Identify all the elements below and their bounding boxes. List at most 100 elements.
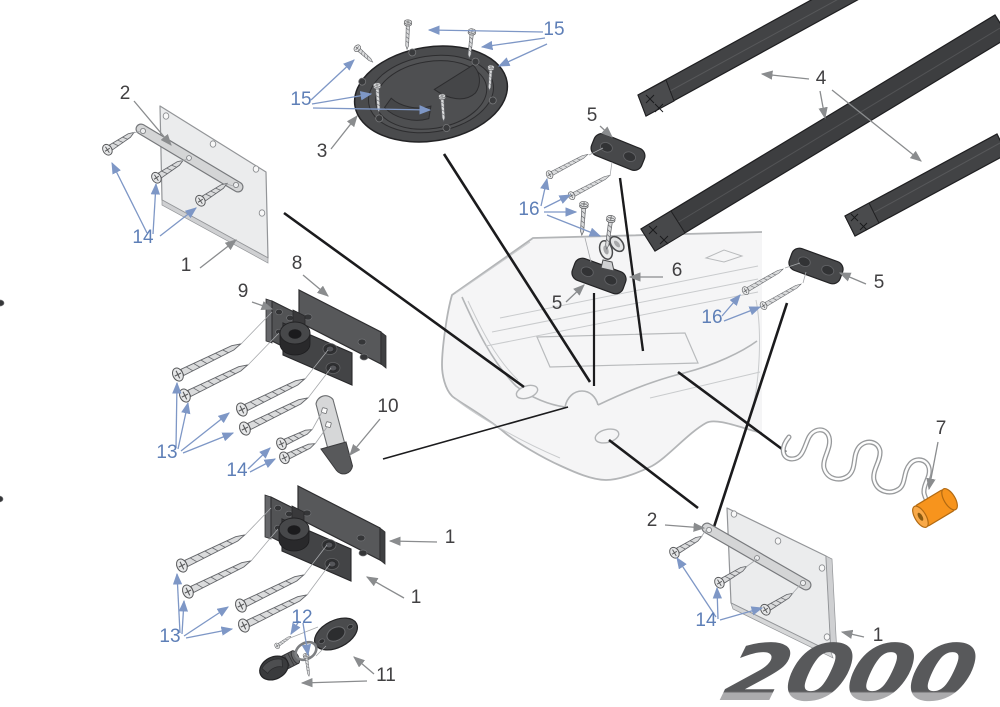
rail-middle-ridge: [651, 27, 1000, 239]
callout-4: 4: [816, 68, 827, 89]
strap-hole: [706, 527, 713, 534]
screw: [402, 19, 413, 50]
screw: [169, 337, 245, 384]
callout-2-bottom-right: 2: [647, 510, 658, 531]
callout-13-lower: 13: [159, 626, 180, 647]
strap-hole: [139, 127, 146, 134]
deck-hatch: [353, 45, 509, 143]
strap-hole: [800, 580, 807, 587]
screw: [233, 372, 309, 419]
pad-plate-right: [786, 245, 846, 287]
location-leader-lines: [283, 153, 789, 534]
callout-12: 12: [291, 607, 312, 628]
leader-plate-bottom-right-b: [710, 302, 789, 534]
brand-logo-2000: 2000: [714, 628, 984, 707]
screw: [352, 43, 376, 66]
hinge-bracket-lower: [0, 485, 386, 582]
callout-1-top-left: 1: [181, 255, 192, 276]
screw: [236, 391, 312, 438]
mounting-plate-bottom-right: [701, 507, 838, 659]
rail-middle-pad: [640, 210, 686, 252]
screw: [100, 127, 138, 158]
strap-keeper-hole: [321, 407, 328, 414]
cord-end-cap: [912, 487, 958, 529]
screw: [667, 531, 706, 561]
hull-outline: [441, 231, 763, 481]
callout-5-deck: 5: [552, 293, 563, 314]
leader-cord: [677, 370, 787, 454]
deck-slot-left: [515, 384, 539, 400]
leader-hatch: [442, 153, 592, 383]
deck-texture-2: [491, 278, 759, 333]
callout-1-lower-b: 1: [411, 587, 422, 608]
callout-14-bottom-right: 14: [695, 610, 717, 631]
screw: [758, 279, 804, 312]
strap-keeper-tip: [320, 441, 354, 475]
callout-15-left: 15: [290, 89, 311, 110]
callout-13-upper: 13: [156, 442, 177, 463]
callout-2-top-left: 2: [120, 83, 131, 104]
leader-rail: [618, 177, 645, 352]
deck-texture-3: [485, 291, 759, 347]
callout-arrows-gray: [133, 70, 939, 688]
bow-notch: [564, 390, 599, 408]
deck-rim-left: [461, 296, 566, 408]
callout-5-right: 5: [874, 272, 885, 293]
callout-6: 6: [672, 260, 683, 281]
strap-hole: [232, 181, 239, 188]
leader-plate-top-left: [283, 211, 525, 389]
pad-eye-fitting: [598, 235, 625, 272]
callout-3: 3: [317, 141, 328, 162]
rail-middle: [640, 14, 1000, 252]
rail-middle-stitches: [648, 225, 669, 245]
rail-right-pad: [844, 202, 880, 237]
deck-diamond: [704, 249, 744, 263]
deck-rim-left-inner: [467, 300, 519, 381]
deck-rim-right: [597, 340, 758, 406]
rail-top: [637, 0, 859, 117]
callout-15-right: 15: [543, 19, 564, 40]
callout-1-lower-a: 1: [445, 527, 456, 548]
leader-plate-bottom-right-a: [608, 438, 699, 510]
plate-holes: [162, 112, 266, 217]
callout-10: 10: [377, 396, 398, 417]
rail-top-ridge: [647, 0, 838, 104]
callout-labels: 2 14 1 15 3 15 4 5 16 5 6 16 5 8 9 13 14…: [120, 19, 947, 686]
callout-5-upper: 5: [587, 105, 598, 126]
screw: [566, 171, 613, 202]
callout-14-top-left: 14: [132, 227, 154, 248]
hatch-rim-holes: [358, 48, 497, 132]
callout-arrows-blue: [111, 25, 764, 657]
leader-bracket: [382, 406, 569, 460]
callout-8: 8: [292, 253, 303, 274]
callout-16-right: 16: [701, 307, 722, 328]
mounting-plate-top-left: [135, 105, 269, 264]
deck-slot-right: [594, 428, 620, 444]
hull-edge-line: [455, 241, 531, 294]
callout-16-left: 16: [518, 199, 539, 220]
strap-hole: [186, 155, 192, 161]
deck-recess: [536, 332, 699, 368]
rail-right-stitches: [850, 213, 868, 231]
drain-plug-flange: [314, 617, 358, 651]
plate-holes: [730, 510, 831, 641]
strap-keeper-hole: [325, 421, 332, 428]
plate-edge: [825, 555, 838, 656]
coil-lanyard: [780, 427, 933, 516]
callout-7: 7: [936, 418, 947, 439]
screw: [544, 150, 591, 181]
plate-edge: [730, 602, 834, 659]
rail-right: [844, 133, 1000, 237]
rail-top-stitches: [645, 94, 664, 113]
deck-texture-4: [649, 371, 761, 399]
hatch-fan-recess: [433, 64, 480, 100]
callout-9: 9: [238, 281, 249, 302]
hull-chine: [454, 398, 561, 459]
callout-1-bottom-right: 1: [873, 625, 884, 646]
screw: [273, 633, 293, 650]
callout-14-middle: 14: [226, 460, 248, 481]
rail-top-pad: [637, 79, 675, 117]
pad-plate-upper: [588, 130, 648, 174]
strap-hole: [754, 555, 760, 561]
